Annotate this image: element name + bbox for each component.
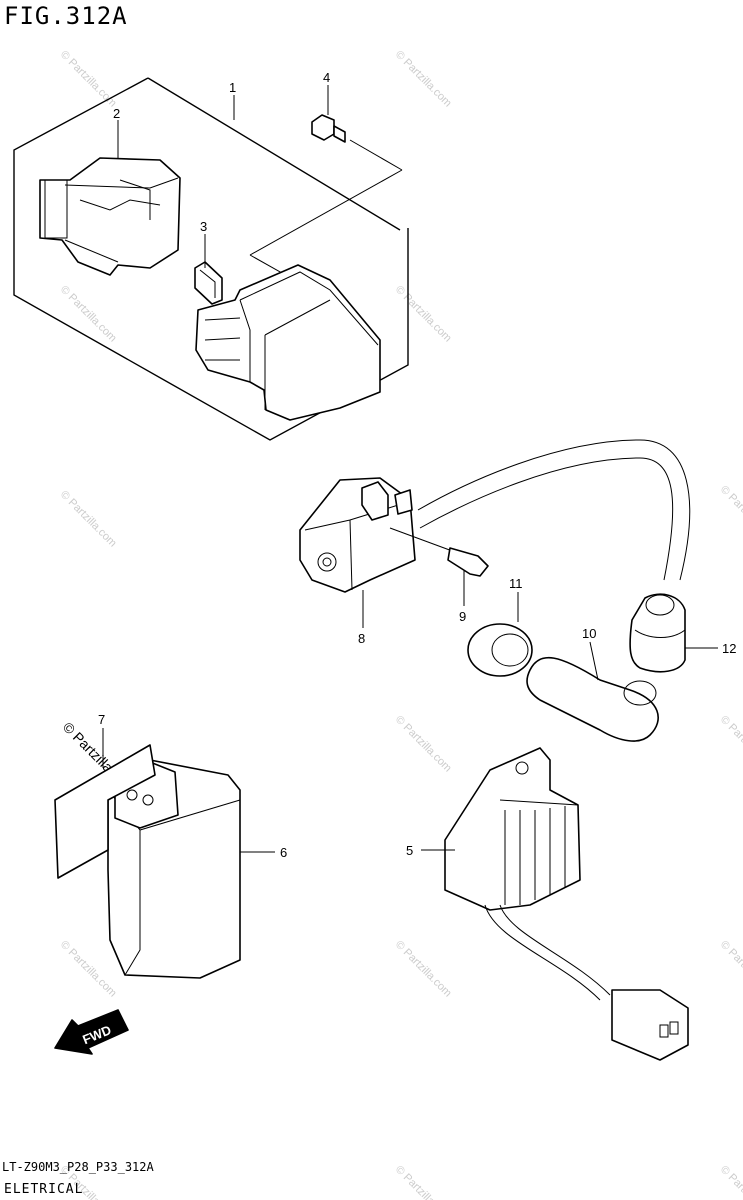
callout-7: 7 bbox=[98, 712, 105, 727]
section-name: ELETRICAL bbox=[4, 1182, 84, 1197]
callout-12: 12 bbox=[722, 641, 736, 656]
spark-plug-boot-part-10 bbox=[526, 656, 659, 742]
callout-2: 2 bbox=[113, 106, 120, 121]
callout-8: 8 bbox=[358, 631, 365, 646]
leader-lines bbox=[102, 85, 718, 853]
callout-9: 9 bbox=[459, 609, 466, 624]
cap-part-12 bbox=[629, 593, 686, 673]
watermark: © Partzilla.com bbox=[393, 714, 454, 775]
bracket-cover-part-2 bbox=[39, 157, 181, 276]
relay-unit-part-1 bbox=[195, 264, 381, 421]
callout-1: 1 bbox=[229, 80, 236, 95]
ignition-coil-part-8 bbox=[299, 439, 691, 593]
cdi-unit-part-6 bbox=[107, 759, 241, 979]
callout-6: 6 bbox=[280, 845, 287, 860]
watermark: © Partzilla.com bbox=[58, 939, 119, 1000]
watermark: © Partzilla.com bbox=[393, 49, 454, 110]
assembly-box-part-1 bbox=[13, 77, 409, 441]
watermark: © Partzilla.com bbox=[58, 489, 119, 550]
watermark: © Partzilla.com bbox=[718, 714, 743, 775]
fuse-clip-part-3 bbox=[194, 261, 223, 305]
bolt-part-4 bbox=[311, 114, 346, 143]
watermark: © Partzilla.com bbox=[718, 939, 743, 1000]
watermark: © Partzilla.com bbox=[58, 284, 119, 345]
watermark: © Partzilla.com bbox=[393, 939, 454, 1000]
callout-3: 3 bbox=[200, 219, 207, 234]
callout-4: 4 bbox=[323, 70, 330, 85]
watermark: © Partzilla.com bbox=[393, 1164, 454, 1200]
forward-direction-arrow: FWD bbox=[54, 1009, 129, 1055]
watermark: © Partzilla.com bbox=[58, 49, 119, 110]
callout-11: 11 bbox=[509, 576, 523, 591]
watermark: © Partzilla.com bbox=[393, 284, 454, 345]
watermark: © Partzilla.com bbox=[718, 484, 743, 545]
bolt-part-9 bbox=[389, 527, 489, 577]
model-code: LT-Z90M3_P28_P33_312A bbox=[2, 1160, 154, 1174]
regulator-part-5 bbox=[444, 747, 689, 1061]
watermark: © Partzilla.com bbox=[718, 1164, 743, 1200]
callout-5: 5 bbox=[406, 843, 413, 858]
rubber-ring-part-11 bbox=[467, 623, 533, 677]
pad-part-7 bbox=[54, 744, 156, 879]
figure-title: FIG.312A bbox=[4, 2, 128, 30]
callout-labels: 1 2 3 4 5 6 7 8 9 10 11 12 bbox=[98, 70, 736, 860]
callout-10: 10 bbox=[582, 626, 596, 641]
